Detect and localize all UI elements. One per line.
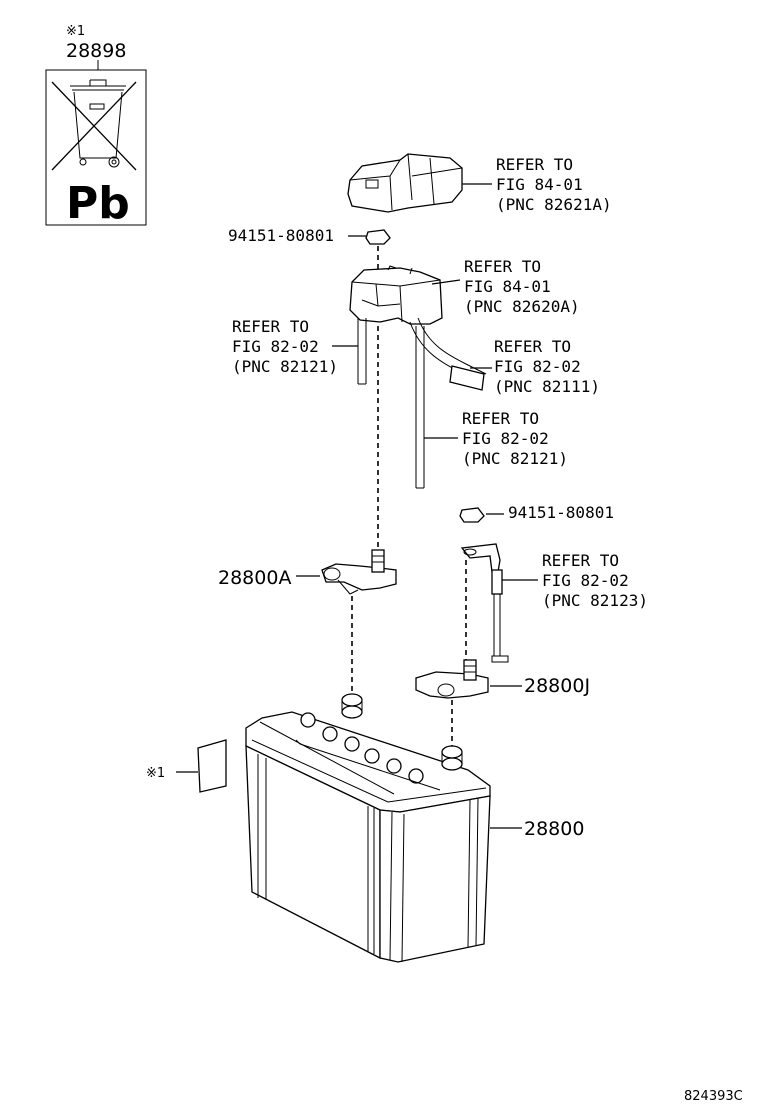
label-note-mark: ※1 — [66, 24, 85, 39]
refer-84-01-b-line3: (PNC 82620A) — [464, 297, 580, 316]
cable-mid — [409, 317, 492, 391]
label-part-number: 28898 — [66, 40, 126, 62]
recycling-label — [45, 69, 147, 226]
cable-low — [415, 326, 458, 489]
refer-82-02-mid-line2: FIG 82-02 — [494, 357, 581, 376]
refer-82-02-mid-line3: (PNC 82111) — [494, 377, 600, 396]
refer-82-02-right-line1: REFER TO — [542, 551, 619, 570]
bolt-top-label: 94151-80801 — [228, 226, 334, 245]
negative-cable — [460, 543, 538, 663]
refer-82-02-right-line3: (PNC 82123) — [542, 591, 648, 610]
figure-code: 824393C — [684, 1089, 743, 1104]
crossed-bin-icon — [51, 79, 137, 171]
warning-sticker — [176, 739, 227, 793]
nut-right — [459, 507, 504, 523]
refer-82-02-mid-line1: REFER TO — [494, 337, 571, 356]
refer-82-02-left-line3: (PNC 82121) — [232, 357, 338, 376]
refer-82-02-low-line3: (PNC 82121) — [462, 449, 568, 468]
refer-84-01-a-line2: FIG 84-01 — [496, 175, 583, 194]
fuse-block — [349, 265, 461, 325]
refer-82-02-left-line1: REFER TO — [232, 317, 309, 336]
negative-terminal — [415, 659, 522, 699]
battery — [245, 693, 522, 963]
pb-text: Pb — [66, 178, 130, 229]
terminal-cover — [347, 153, 492, 213]
battery-caps — [295, 712, 441, 791]
refer-84-01-b-line2: FIG 84-01 — [464, 277, 551, 296]
refer-84-01-a-line3: (PNC 82621A) — [496, 195, 612, 214]
terminal-positive-label: 28800A — [218, 567, 291, 589]
refer-84-01-b-line1: REFER TO — [464, 257, 541, 276]
refer-84-01-a-line1: REFER TO — [496, 155, 573, 174]
refer-82-02-low-line2: FIG 82-02 — [462, 429, 549, 448]
sticker-note-mark: ※1 — [146, 766, 165, 781]
battery-label: 28800 — [524, 818, 584, 840]
cable-left — [332, 318, 367, 385]
terminal-negative-label: 28800J — [524, 675, 590, 697]
positive-terminal — [296, 549, 397, 595]
nut-top — [348, 229, 391, 245]
refer-82-02-left-line2: FIG 82-02 — [232, 337, 319, 356]
bolt-right-label: 94151-80801 — [508, 503, 614, 522]
recycling-label-group: ※1 28898 Pb — [45, 24, 147, 229]
refer-82-02-low-line1: REFER TO — [462, 409, 539, 428]
refer-82-02-right-line2: FIG 82-02 — [542, 571, 629, 590]
